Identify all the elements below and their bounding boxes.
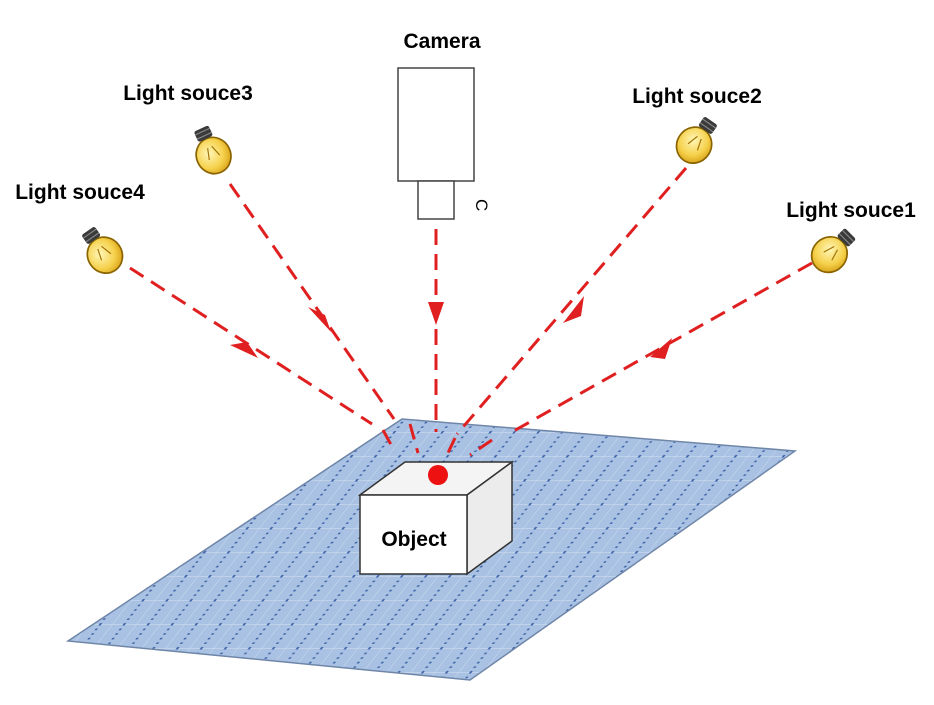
light-label-2: Light souce2 xyxy=(632,85,762,108)
camera-mark: C xyxy=(472,199,491,211)
object-label: Object xyxy=(381,528,446,551)
light-bulb-icon xyxy=(668,110,727,171)
target-point xyxy=(428,465,448,485)
light-rays xyxy=(129,167,813,457)
light-bulb-icon xyxy=(803,220,864,281)
camera-icon: C xyxy=(397,67,491,220)
light-label-1: Light souce1 xyxy=(786,199,916,222)
ray-light4 xyxy=(129,266,373,426)
ray-light3 xyxy=(228,183,396,420)
light-bulb-icon xyxy=(184,120,238,181)
camera-label: Camera xyxy=(403,30,480,53)
light-label-3: Light souce3 xyxy=(123,82,253,105)
ray-light2 xyxy=(455,167,688,435)
light-bulb-icon xyxy=(72,220,131,281)
ray-light1 xyxy=(511,261,813,434)
light-label-4: Light souce4 xyxy=(15,181,145,204)
